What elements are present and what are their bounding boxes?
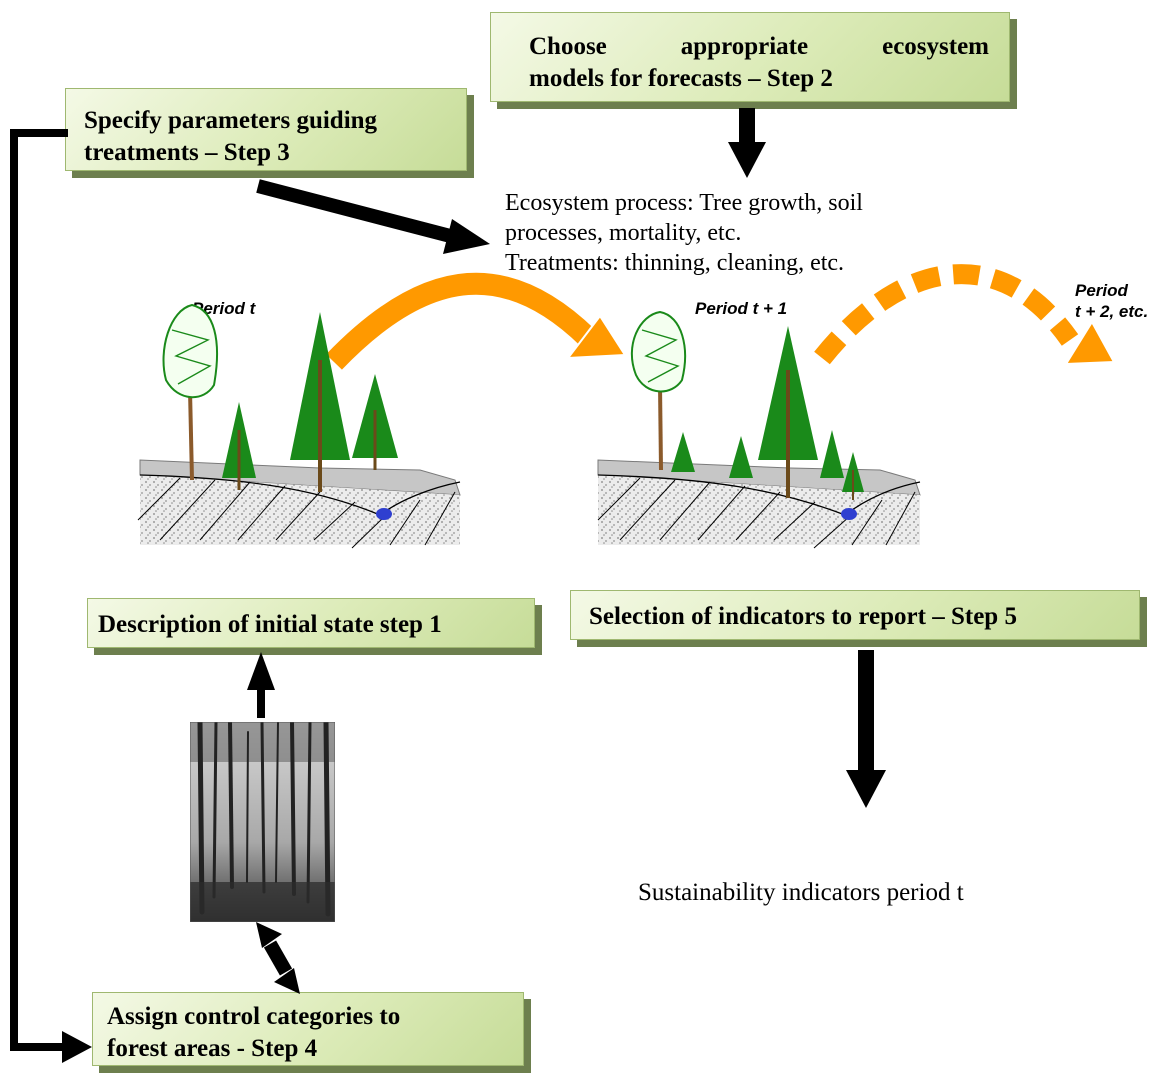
forest-photo — [190, 722, 335, 922]
step1-arrowhead-icon — [247, 652, 275, 690]
step4-box: Assign control categories to forest area… — [92, 992, 524, 1066]
future-period-arrow — [814, 264, 1079, 365]
step2-line1: Choose appropriate ecosystem — [529, 31, 989, 63]
process-line3: Treatments: thinning, cleaning, etc. — [505, 250, 845, 276]
step3-line2: treatments – Step 3 — [84, 139, 290, 166]
step2-word-2: appropriate — [680, 33, 809, 60]
step1-box: Description of initial state step 1 — [87, 598, 535, 648]
step2-box: Choose appropriate ecosystem models for … — [490, 12, 1010, 102]
step4-arrowhead-icon — [62, 1031, 92, 1063]
process-line1: Ecosystem process: Tree growth, soil — [505, 190, 863, 216]
step3-line1: Specify parameters guiding — [84, 107, 378, 134]
forest-stand-period-t — [137, 303, 461, 549]
step3-to-step4-connector — [10, 129, 70, 1051]
forest-stand-period-t1 — [597, 310, 921, 549]
process-line2: processes, mortality, etc. — [505, 220, 742, 246]
step4-line2: forest areas - Step 4 — [107, 1035, 318, 1062]
step2-arrowhead-icon — [728, 142, 766, 178]
step2-word-3: ecosystem — [882, 33, 989, 60]
future-period-arrowhead-icon — [1064, 320, 1116, 366]
period-transition-arrow — [326, 272, 596, 370]
step3-diagonal-arrow — [256, 179, 460, 245]
step5-arrowhead-icon — [846, 770, 886, 808]
step2-line2: models for forecasts – Step 2 — [529, 65, 833, 92]
photo-step4-double-arrow — [263, 940, 293, 976]
step4-line1: Assign control categories to — [107, 1003, 401, 1030]
step5-box: Selection of indicators to report – Step… — [570, 590, 1140, 640]
step3-box: Specify parameters guiding treatments – … — [65, 88, 467, 171]
step5-label: Selection of indicators to report – Step… — [589, 603, 1017, 630]
step1-label: Description of initial state step 1 — [98, 611, 442, 638]
double-arrow-head-top-icon — [256, 922, 282, 948]
period-t1-label: Period t + 1 — [695, 299, 788, 318]
indicators-output: Sustainability indicators period t — [638, 879, 964, 906]
step2-word-1: Choose — [529, 33, 607, 60]
process-text: Ecosystem process: Tree growth, soil pro… — [505, 188, 863, 278]
double-arrow-head-bottom-icon — [274, 968, 300, 994]
step3-arrowhead-icon — [443, 219, 490, 254]
period-transition-arrowhead-icon — [565, 314, 627, 360]
period-t2-line1: Period — [1075, 281, 1128, 300]
period-t2-label: Period t + 2, etc. — [1075, 280, 1148, 322]
period-t-label: Period t — [192, 299, 256, 318]
period-t2-line2: t + 2, etc. — [1075, 302, 1149, 321]
